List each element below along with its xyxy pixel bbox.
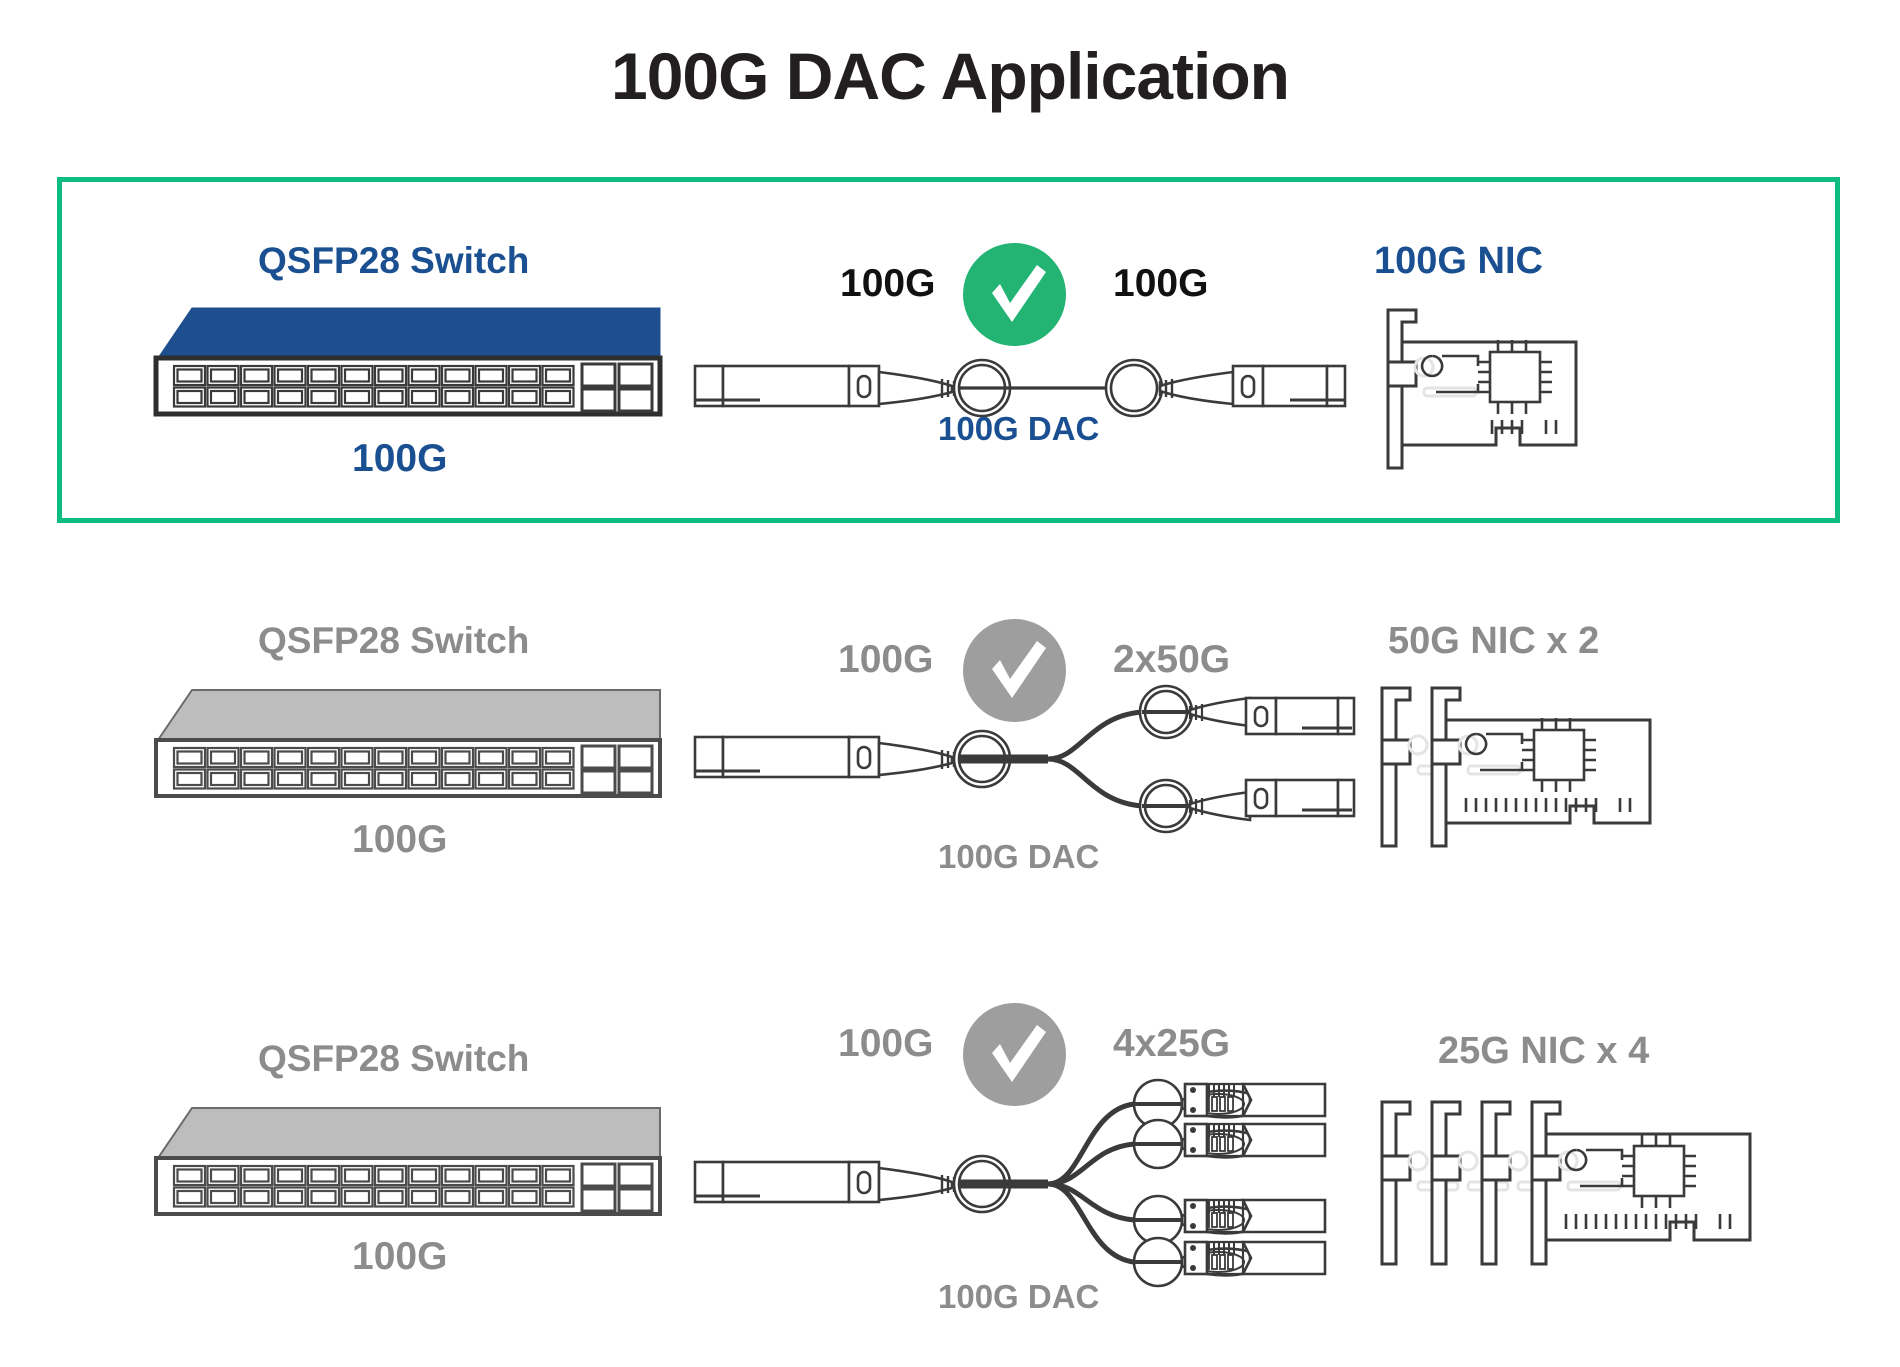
cable-left-speed-row1: 100G <box>838 638 934 681</box>
check-badge-row0 <box>963 243 1066 346</box>
sfp-ends-row1 <box>1244 696 1356 818</box>
nic-label-row0: 100G NIC <box>1374 240 1543 282</box>
nic-label-row2: 25G NIC x 4 <box>1438 1030 1650 1072</box>
cable-label-row2: 100G DAC <box>938 1278 1100 1315</box>
dac-cable-row0 <box>693 358 1347 418</box>
switch-title-row0: QSFP28 Switch <box>258 240 530 281</box>
check-icon <box>992 1025 1046 1082</box>
qsfp28-switch-row2 <box>154 1107 662 1216</box>
cable-right-speed-row1: 2x50G <box>1113 638 1231 681</box>
cable-left-speed-row0: 100G <box>840 262 936 305</box>
sfp28-ends-row2 <box>1183 1082 1327 1276</box>
cable-left-speed-row2: 100G <box>838 1022 934 1065</box>
switch-speed-row1: 100G <box>352 818 448 861</box>
dac-breakout-cable-row1 <box>693 684 1252 834</box>
switch-title-row2: QSFP28 Switch <box>258 1038 530 1079</box>
cable-label-row0: 100G DAC <box>938 410 1100 447</box>
qsfp28-switch-row0 <box>153 307 663 417</box>
check-icon <box>992 641 1046 698</box>
nic-card-row0 <box>1386 308 1578 470</box>
check-badge-row1 <box>963 619 1066 722</box>
page-title: 100G DAC Application <box>611 39 1290 113</box>
switch-speed-row0: 100G <box>352 437 448 480</box>
cable-right-speed-row0: 100G <box>1113 262 1209 305</box>
highlight-box-recommended <box>57 177 1840 523</box>
nic-stack-row1 <box>1380 686 1652 848</box>
check-badge-row2 <box>963 1003 1066 1106</box>
nic-label-row1: 50G NIC x 2 <box>1388 620 1600 662</box>
qsfp28-switch-row1 <box>154 689 662 798</box>
nic-stack-row2 <box>1380 1100 1752 1266</box>
check-icon <box>992 265 1046 322</box>
cable-right-speed-row2: 4x25G <box>1113 1022 1231 1065</box>
switch-speed-row2: 100G <box>352 1235 448 1278</box>
switch-title-row1: QSFP28 Switch <box>258 620 530 661</box>
cable-label-row1: 100G DAC <box>938 838 1100 875</box>
